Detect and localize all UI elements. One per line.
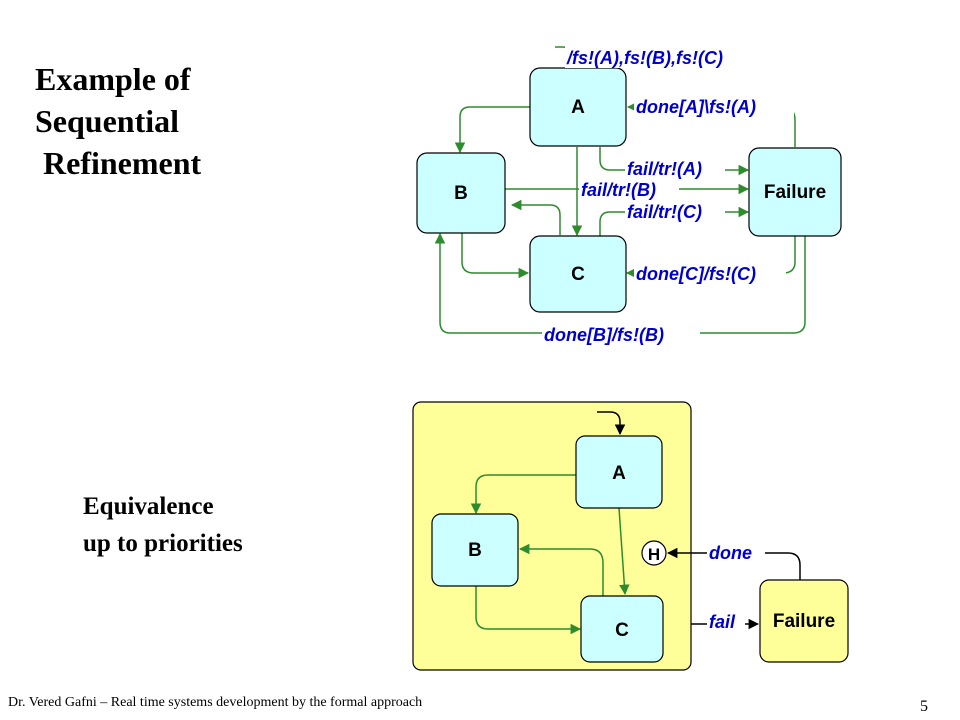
top-state-failure-label: Failure <box>764 182 826 203</box>
top-arrow-a-to-b <box>454 106 530 154</box>
bottom-initial-arrow <box>597 411 626 436</box>
bottom-state-c: C <box>580 595 664 663</box>
label-init: /fs!(A),fs!(B),fs!(C) <box>566 48 723 68</box>
bottom-arrow-done-h <box>666 547 801 580</box>
label-fail-a: fail/tr!(A) <box>627 159 702 179</box>
footer-credit: Dr. Vered Gafni – Real time systems deve… <box>8 695 423 710</box>
top-state-a-label: A <box>571 97 585 118</box>
bottom-state-b: B <box>431 513 519 587</box>
bottom-state-failure-label: Failure <box>773 611 835 632</box>
label-done-a: done[A]\fs!(A) <box>636 97 756 117</box>
label-fail-b: fail/tr!(B) <box>581 180 656 200</box>
bottom-arrow-b-to-c <box>475 586 582 635</box>
bottom-transition-labels: done fail <box>707 542 765 632</box>
top-arrow-a-fail <box>599 147 750 176</box>
bottom-arrow-a-to-c <box>618 507 630 596</box>
top-arrow-c-fail <box>599 206 750 237</box>
top-state-c-label: C <box>571 264 585 285</box>
label-fail-c: fail/tr!(C) <box>627 202 702 222</box>
slide-subtitle: Equivalence up to priorities <box>83 488 243 562</box>
bottom-state-a-label: A <box>612 463 626 484</box>
bottom-state-b-label: B <box>468 540 482 561</box>
label-done: done <box>709 543 752 563</box>
top-state-a: A <box>529 67 627 147</box>
title-line-2: Sequential <box>35 103 180 139</box>
bottom-state-c-label: C <box>615 620 629 641</box>
bottom-arrow-a-to-b <box>470 474 576 515</box>
label-done-b: done[B]/fs!(B) <box>544 325 664 345</box>
bottom-state-failure: Failure <box>759 579 849 663</box>
top-state-b-label: B <box>454 183 468 204</box>
bottom-arrow-c-to-b <box>518 543 604 596</box>
top-state-c: C <box>529 235 627 313</box>
label-fail: fail <box>709 612 736 632</box>
bottom-state-a: A <box>575 435 663 509</box>
bottom-diagram-arrows <box>470 411 801 635</box>
top-state-b: B <box>416 152 506 234</box>
bottom-history-node: H <box>641 540 667 566</box>
top-transition-labels: /fs!(A),fs!(B),fs!(C) done[A]\fs!(A) fai… <box>542 46 794 345</box>
subtitle-line-2: up to priorities <box>83 530 243 557</box>
top-state-failure: Failure <box>748 147 842 237</box>
slide-title: Example of Sequential Refinement <box>35 58 201 184</box>
subtitle-line-1: Equivalence <box>83 493 214 520</box>
title-line-3: Refinement <box>35 145 202 181</box>
history-label: H <box>648 545 660 564</box>
label-done-c: done[C]/fs!(C) <box>636 264 756 284</box>
title-line-1: Example of <box>35 61 191 97</box>
top-arrow-b-to-c <box>461 233 530 279</box>
page-number: 5 <box>920 698 928 715</box>
top-arrow-c-to-b <box>510 199 561 235</box>
